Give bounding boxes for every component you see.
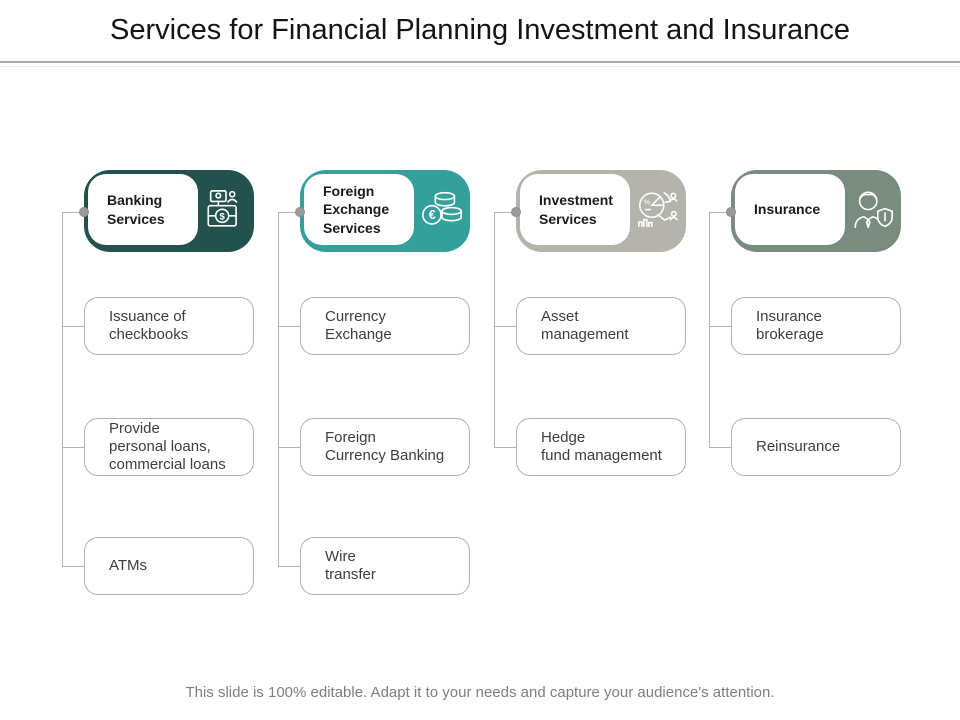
connector-line bbox=[494, 212, 516, 213]
connector-line bbox=[278, 212, 300, 213]
connector-line bbox=[278, 326, 300, 327]
investment-pie-chart-icon: % bbox=[638, 192, 678, 228]
connector-dot bbox=[295, 207, 305, 217]
service-item: Issuance of checkbooks bbox=[84, 297, 254, 355]
briefcase-dollar-icon: $ bbox=[207, 190, 238, 227]
title-divider bbox=[0, 61, 960, 63]
connector-line bbox=[278, 212, 279, 567]
category-label-panel: Banking Services bbox=[88, 174, 198, 245]
column-banking-services: Banking Services $ Issuance of checkbook… bbox=[62, 0, 254, 720]
footer-note: This slide is 100% editable. Adapt it to… bbox=[185, 684, 775, 701]
service-item: ATMs bbox=[84, 537, 254, 595]
connector-line bbox=[62, 212, 63, 567]
category-header-foreign-exchange: Foreign Exchange Services € bbox=[300, 170, 470, 252]
connector-line bbox=[494, 326, 516, 327]
category-header-insurance: Insurance bbox=[731, 170, 901, 252]
connector-dot bbox=[79, 207, 89, 217]
category-header-banking: Banking Services $ bbox=[84, 170, 254, 252]
svg-text:%: % bbox=[644, 198, 651, 206]
connector-line bbox=[709, 212, 731, 213]
service-item: Asset management bbox=[516, 297, 686, 355]
column-investment-services: Investment Services % Asset management H… bbox=[494, 0, 686, 720]
connector-line bbox=[62, 566, 84, 567]
service-item: Currency Exchange bbox=[300, 297, 470, 355]
category-label: Banking Services bbox=[107, 192, 165, 227]
connector-dot bbox=[511, 207, 521, 217]
connector-line bbox=[278, 447, 300, 448]
service-item: Hedge fund management bbox=[516, 418, 686, 476]
svg-text:€: € bbox=[429, 208, 436, 222]
connector-line bbox=[494, 212, 495, 448]
connector-dot bbox=[726, 207, 736, 217]
category-header-investment: Investment Services % bbox=[516, 170, 686, 252]
connector-line bbox=[494, 447, 516, 448]
service-item: Reinsurance bbox=[731, 418, 901, 476]
page-title: Services for Financial Planning Investme… bbox=[110, 14, 850, 46]
connector-line bbox=[62, 326, 84, 327]
category-label: Investment Services bbox=[539, 192, 613, 227]
service-item: Foreign Currency Banking bbox=[300, 418, 470, 476]
service-item: Wire transfer bbox=[300, 537, 470, 595]
category-label: Insurance bbox=[754, 201, 821, 218]
connector-line bbox=[62, 447, 84, 448]
insurance-agent-shield-icon bbox=[854, 191, 893, 229]
connector-line bbox=[709, 447, 731, 448]
service-item: Provide personal loans, commercial loans bbox=[84, 418, 254, 476]
svg-text:$: $ bbox=[220, 211, 226, 222]
category-label-panel: Investment Services bbox=[520, 174, 630, 245]
column-insurance: Insurance Insurance brokerage Reinsuranc… bbox=[709, 0, 901, 720]
service-item: Insurance brokerage bbox=[731, 297, 901, 355]
connector-line bbox=[278, 566, 300, 567]
connector-line bbox=[709, 326, 731, 327]
category-label: Foreign Exchange Services bbox=[323, 183, 390, 236]
column-foreign-exchange-services: Foreign Exchange Services € Currency Exc… bbox=[278, 0, 470, 720]
category-label-panel: Foreign Exchange Services bbox=[304, 174, 414, 245]
title-divider-shadow bbox=[0, 66, 960, 67]
euro-coins-stack-icon: € bbox=[422, 191, 462, 225]
connector-line bbox=[709, 212, 710, 448]
connector-line bbox=[62, 212, 84, 213]
category-label-panel: Insurance bbox=[735, 174, 845, 245]
